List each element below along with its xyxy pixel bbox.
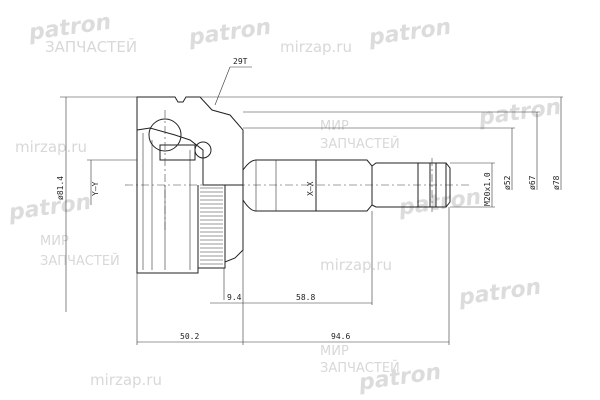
watermark-shop: ЗАПЧАСТЕЙ <box>320 360 400 376</box>
axis-xx-label: X–X <box>306 181 315 196</box>
watermark-shop: ЗАПЧАСТЕЙ <box>45 37 137 56</box>
watermark-shop: МИР <box>40 234 69 249</box>
watermark-site: mirzap.ru <box>90 371 162 389</box>
watermark-site: mirzap.ru <box>320 256 392 274</box>
watermarks: patron patron patron ЗАПЧАСТЕЙ mirzap.ru… <box>6 10 562 396</box>
watermark-shop: МИР <box>320 344 349 359</box>
diameter-78-label: ø78 <box>552 175 561 190</box>
watermark-patron: patron <box>396 185 482 221</box>
outer-housing <box>136 96 244 274</box>
diameter-52-label: ø52 <box>503 175 512 190</box>
diameter-67-label: ø67 <box>528 175 537 190</box>
tooth-count-label: 29T <box>233 57 248 66</box>
watermark-patron: patron <box>6 190 92 226</box>
length-50-2-label: 50.2 <box>180 332 199 341</box>
shaft <box>242 158 451 212</box>
watermark-site: mirzap.ru <box>15 138 87 156</box>
diameter-81-4-label: ø81.4 <box>56 176 65 200</box>
abs-ring <box>200 187 223 265</box>
watermark-patron: patron <box>456 275 542 311</box>
ball <box>148 118 182 152</box>
length-58-8-label: 58.8 <box>296 293 315 302</box>
watermark-patron: patron <box>366 15 452 51</box>
watermark-patron: patron <box>186 15 272 51</box>
watermark-site: mirzap.ru <box>280 38 352 56</box>
dimension-lines <box>60 66 563 345</box>
length-9-4-label: 9.4 <box>227 293 242 302</box>
watermark-shop: ЗАПЧАСТЕЙ <box>320 136 400 152</box>
watermark-shop: МИР <box>320 119 349 134</box>
watermark-patron: patron <box>476 95 562 131</box>
watermark-shop: ЗАПЧАСТЕЙ <box>40 253 120 269</box>
thread-label: M20x1.0 <box>483 172 492 206</box>
length-94-6-label: 94.6 <box>331 332 350 341</box>
axis-yy-label: Y–Y <box>91 181 100 196</box>
